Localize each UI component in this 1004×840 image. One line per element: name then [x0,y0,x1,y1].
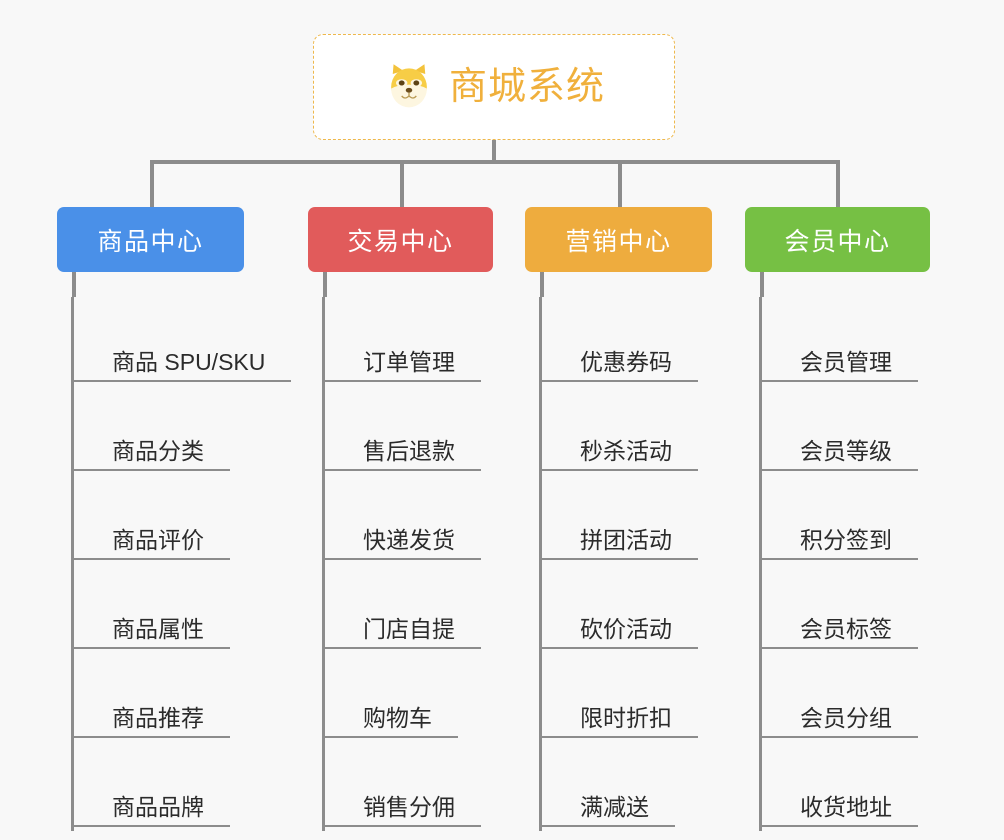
leaf-label: 商品推荐 [74,705,230,738]
list-item[interactable]: 砍价活动 [542,564,712,653]
list-item[interactable]: 订单管理 [325,297,493,386]
list-item[interactable]: 销售分佣 [325,742,493,831]
branch-column-4: 会员中心 会员管理 会员等级 积分签到 会员标签 会员分组 收货地址 [745,207,930,831]
leaf-label: 商品品牌 [74,794,230,827]
connector-drop-4 [836,160,840,207]
list-item[interactable]: 限时折扣 [542,653,712,742]
leaf-label: 会员标签 [762,616,918,649]
leaf-list-3: 优惠券码 秒杀活动 拼团活动 砍价活动 限时折扣 满减送 [539,297,712,831]
leaf-label: 售后退款 [325,438,481,471]
list-item[interactable]: 秒杀活动 [542,386,712,475]
list-item[interactable]: 会员管理 [762,297,930,386]
connector-root-stem [492,140,496,162]
list-item[interactable]: 会员等级 [762,386,930,475]
category-box-2[interactable]: 交易中心 [308,207,493,272]
leaf-label: 拼团活动 [542,527,698,560]
list-item[interactable]: 收货地址 [762,742,930,831]
connector-drop-3 [618,160,622,207]
connector-branch-stem-3 [540,272,544,297]
leaf-label: 订单管理 [325,349,481,382]
category-box-4[interactable]: 会员中心 [745,207,930,272]
leaf-label: 秒杀活动 [542,438,698,471]
branch-column-1: 商品中心 商品 SPU/SKU 商品分类 商品评价 商品属性 商品推荐 商品品牌 [57,207,292,831]
leaf-label: 购物车 [325,705,458,738]
connector-branch-stem-4 [760,272,764,297]
leaf-label: 门店自提 [325,616,481,649]
category-box-1[interactable]: 商品中心 [57,207,244,272]
list-item[interactable]: 门店自提 [325,564,493,653]
list-item[interactable]: 商品分类 [74,386,244,475]
leaf-label: 快递发货 [325,527,481,560]
leaf-list-1: 商品 SPU/SKU 商品分类 商品评价 商品属性 商品推荐 商品品牌 [71,297,292,831]
list-item[interactable]: 会员分组 [762,653,930,742]
leaf-label: 商品评价 [74,527,230,560]
list-item[interactable]: 商品品牌 [74,742,244,831]
leaf-label: 优惠券码 [542,349,698,382]
list-item[interactable]: 商品属性 [74,564,244,653]
category-box-3[interactable]: 营销中心 [525,207,712,272]
connector-drop-2 [400,160,404,207]
connector-branch-stem-1 [72,272,76,297]
connector-branch-stem-2 [323,272,327,297]
list-item[interactable]: 商品 SPU/SKU [74,297,292,386]
list-item[interactable]: 积分签到 [762,475,930,564]
branch-column-3: 营销中心 优惠券码 秒杀活动 拼团活动 砍价活动 限时折扣 满减送 [525,207,712,831]
leaf-label: 商品分类 [74,438,230,471]
leaf-label: 积分签到 [762,527,918,560]
branch-column-2: 交易中心 订单管理 售后退款 快递发货 门店自提 购物车 销售分佣 [308,207,493,831]
category-label-3: 营销中心 [565,227,672,256]
leaf-label: 限时折扣 [542,705,698,738]
list-item[interactable]: 拼团活动 [542,475,712,564]
list-item[interactable]: 快递发货 [325,475,493,564]
leaf-label: 销售分佣 [325,794,481,827]
list-item[interactable]: 满减送 [542,742,712,831]
leaf-label: 砍价活动 [542,616,698,649]
leaf-list-4: 会员管理 会员等级 积分签到 会员标签 会员分组 收货地址 [759,297,930,831]
leaf-label: 商品 SPU/SKU [74,349,292,382]
leaf-label: 满减送 [542,794,675,827]
category-label-2: 交易中心 [347,227,454,256]
list-item[interactable]: 售后退款 [325,386,493,475]
leaf-list-2: 订单管理 售后退款 快递发货 门店自提 购物车 销售分佣 [322,297,493,831]
list-item[interactable]: 会员标签 [762,564,930,653]
leaf-label: 会员管理 [762,349,918,382]
root-node[interactable]: 商城系统 [313,34,675,140]
category-label-4: 会员中心 [784,227,891,256]
leaf-label: 收货地址 [762,794,918,827]
dog-face-icon [383,61,435,113]
leaf-label: 会员等级 [762,438,918,471]
connector-drop-1 [150,160,154,207]
list-item[interactable]: 优惠券码 [542,297,712,386]
root-title: 商城系统 [448,66,605,108]
leaf-label: 商品属性 [74,616,230,649]
connector-bus [150,160,838,164]
list-item[interactable]: 商品推荐 [74,653,244,742]
category-label-1: 商品中心 [97,227,204,256]
list-item[interactable]: 商品评价 [74,475,244,564]
leaf-label: 会员分组 [762,705,918,738]
list-item[interactable]: 购物车 [325,653,493,742]
